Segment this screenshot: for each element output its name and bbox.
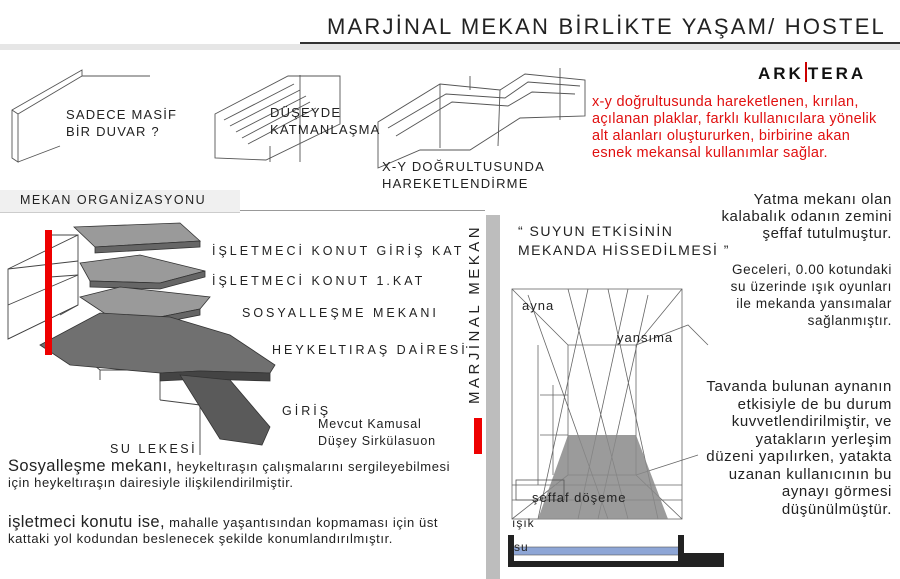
label-reflection: yansıma (617, 330, 674, 345)
title-underline (300, 42, 900, 44)
wall-concept-sketches (11, 68, 586, 169)
section-quote: “ SUYUN ETKİSİNİN MEKANDA HİSSEDİLMESİ ” (518, 223, 730, 258)
plate-entry (179, 374, 271, 446)
logo-right: TERA (807, 64, 867, 83)
right-text-3: Tavanda bulunan aynanın etkisiyle de bu … (706, 378, 892, 518)
water-strip (511, 546, 683, 556)
ground-section (508, 535, 724, 567)
plate-sculptor (39, 312, 276, 382)
water-trace-label: SU LEKESİ (110, 442, 198, 456)
concept-label-1: SADECE MASİF BİR DUVAR ? (66, 107, 178, 139)
description-social: Sosyalleşme mekanı, heykeltıraşın çalışm… (8, 457, 451, 490)
right-text-2: Geceleri, 0.00 kotundaki su üzerinde ışı… (730, 262, 892, 328)
glass-floor-shade (538, 435, 668, 519)
label-glass-floor: şeffaf döşeme (532, 490, 627, 505)
vertical-title: MARJİNAL MEKAN (466, 223, 483, 404)
label-light: ışık (512, 516, 535, 530)
layer-label-1: İŞLETMECİ KONUT GİRİŞ KAT (212, 244, 465, 258)
page-title: MARJİNAL MEKAN BİRLİKTE YAŞAM/ HOSTEL (327, 14, 886, 39)
label-water: su (514, 540, 529, 554)
plate-manager-1st (79, 254, 206, 290)
logo-left: ARK (758, 64, 804, 83)
concept-label-2: DÜŞEYDE KATMANLAŞMA (270, 105, 381, 137)
right-text-1: Yatma mekanı olan kalabalık odanın zemin… (721, 191, 892, 242)
layer-label-3: SOSYALLEŞME MEKANI (242, 306, 439, 320)
header-band (0, 44, 900, 50)
stair-label: Mevcut Kamusal Düşey Sirkülasuon (318, 417, 436, 448)
logo-separator (804, 62, 807, 82)
label-mirror: ayna (522, 298, 555, 313)
plate-manager-entry (73, 222, 201, 254)
intro-text: x-y doğrultusunda hareketlenen, kırılan,… (592, 94, 877, 161)
sketch-xy-movement (377, 73, 586, 169)
layer-label-2: İŞLETMECİ KONUT 1.KAT (212, 274, 426, 288)
layer-label-5: GİRİŞ (282, 404, 332, 418)
organization-rule (240, 210, 485, 211)
vertical-circulation-marker (45, 230, 52, 355)
concept-label-3: X-Y DOĞRULTUSUNDA HAREKETLENDİRME (382, 159, 545, 191)
perspective-section (508, 288, 724, 567)
description-manager: işletmeci konutu ise, mahalle yaşantısın… (8, 513, 439, 546)
organization-title-bar (0, 190, 240, 213)
section-divider-bar (486, 215, 500, 579)
organization-title: MEKAN ORGANİZASYONU (20, 193, 207, 207)
stair-marker (474, 418, 482, 454)
layer-label-4: HEYKELTIRAŞ DAİRESİ (272, 343, 468, 357)
exploded-axonometric (7, 222, 276, 455)
sketch-vertical-layers (214, 75, 341, 161)
